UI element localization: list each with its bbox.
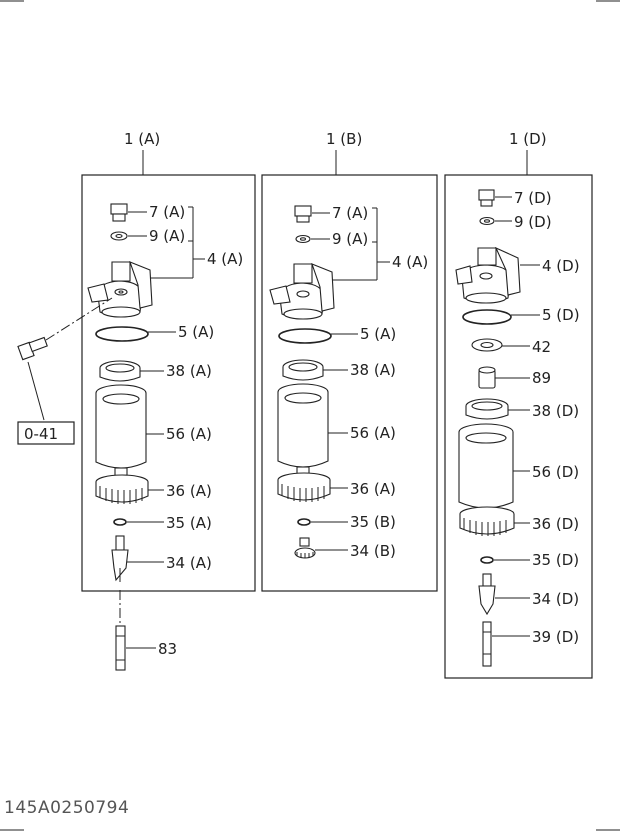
- label-a7: 7 (A): [149, 203, 185, 221]
- label-b35: 35 (B): [350, 513, 396, 531]
- panel-header-b: 1 (B): [326, 130, 362, 148]
- part-b35-oring: [297, 518, 311, 526]
- part-b7-plug: [294, 205, 312, 223]
- part-d4-filter-head: [455, 246, 521, 304]
- part-a38-element: [99, 360, 141, 382]
- label-d89: 89: [532, 369, 551, 387]
- part-eyebolt: [17, 297, 113, 421]
- label-a5: 5 (A): [178, 323, 214, 341]
- part-d38-element: [465, 398, 509, 420]
- label-d7: 7 (D): [514, 189, 552, 207]
- label-a34: 34 (A): [166, 554, 212, 572]
- label-d39: 39 (D): [532, 628, 579, 646]
- part-d42-seat: [471, 338, 503, 352]
- label-a36: 36 (A): [166, 482, 212, 500]
- label-b9: 9 (A): [332, 230, 368, 248]
- label-a35: 35 (A): [166, 514, 212, 532]
- label-d38: 38 (D): [532, 402, 579, 420]
- part-d35-oring: [480, 556, 494, 564]
- panel-d-box: [444, 174, 593, 679]
- label-d34: 34 (D): [532, 590, 579, 608]
- panel-b-box: [261, 174, 438, 592]
- panel-header-d: 1 (D): [509, 130, 547, 148]
- part-b34-drain: [294, 537, 316, 559]
- part-b56-bowl: [277, 383, 329, 476]
- panel-a: 7 (A) 9 (A) 4 (A) 5 (A): [87, 203, 243, 671]
- label-d35: 35 (D): [532, 551, 579, 569]
- label-b36: 36 (A): [350, 480, 396, 498]
- label-b7: 7 (A): [332, 204, 368, 222]
- part-a4-filter-head: [87, 261, 153, 318]
- panel-a-box: [81, 174, 256, 592]
- label-a83: 83: [158, 640, 177, 658]
- part-a36-ringnut: [95, 474, 149, 504]
- part-b5-oring: [278, 328, 332, 344]
- label-b56: 56 (A): [350, 424, 396, 442]
- label-a9: 9 (A): [149, 227, 185, 245]
- part-a5-oring: [95, 326, 149, 342]
- part-d56-bowl: [458, 423, 514, 509]
- part-a56-bowl: [95, 384, 147, 477]
- part-a83-pipe: [115, 625, 126, 671]
- part-d34-drain: [478, 573, 496, 616]
- drawing-code: 145A0250794: [4, 798, 129, 818]
- label-b34: 34 (B): [350, 542, 396, 560]
- label-b5: 5 (A): [360, 325, 396, 343]
- part-d89-spacer: [478, 366, 496, 389]
- label-d56: 56 (D): [532, 463, 579, 481]
- label-d5: 5 (D): [542, 306, 580, 324]
- label-d4: 4 (D): [542, 257, 580, 275]
- label-b38: 38 (A): [350, 361, 396, 379]
- ref-box-0-41: [17, 421, 75, 445]
- label-d42: 42: [532, 338, 551, 356]
- part-d39-pipe: [482, 621, 492, 667]
- part-a7-plug: [110, 203, 128, 222]
- part-b4-filter-head: [269, 263, 335, 320]
- label-a38: 38 (A): [166, 362, 212, 380]
- label-a56: 56 (A): [166, 425, 212, 443]
- label-b4: 4 (A): [392, 253, 428, 271]
- panel-header-a: 1 (A): [124, 130, 160, 148]
- label-a4: 4 (A): [207, 250, 243, 268]
- part-d7-plug: [478, 189, 495, 207]
- part-b38-element: [282, 359, 324, 381]
- part-d5-oring: [462, 309, 512, 325]
- part-d36-ringnut: [459, 506, 515, 536]
- part-b36-ringnut: [277, 472, 331, 502]
- panel-d: 7 (D) 9 (D) 4 (D) 5 (D) 42 89: [455, 189, 580, 667]
- label-d36: 36 (D): [532, 515, 579, 533]
- ref-box-label: 0-41: [24, 425, 58, 443]
- label-d9: 9 (D): [514, 213, 552, 231]
- part-a34-drain: [111, 535, 129, 582]
- part-a35-oring: [113, 518, 127, 526]
- panel-b: 7 (A) 9 (A) 4 (A) 5 (A) 38 (A): [269, 204, 428, 560]
